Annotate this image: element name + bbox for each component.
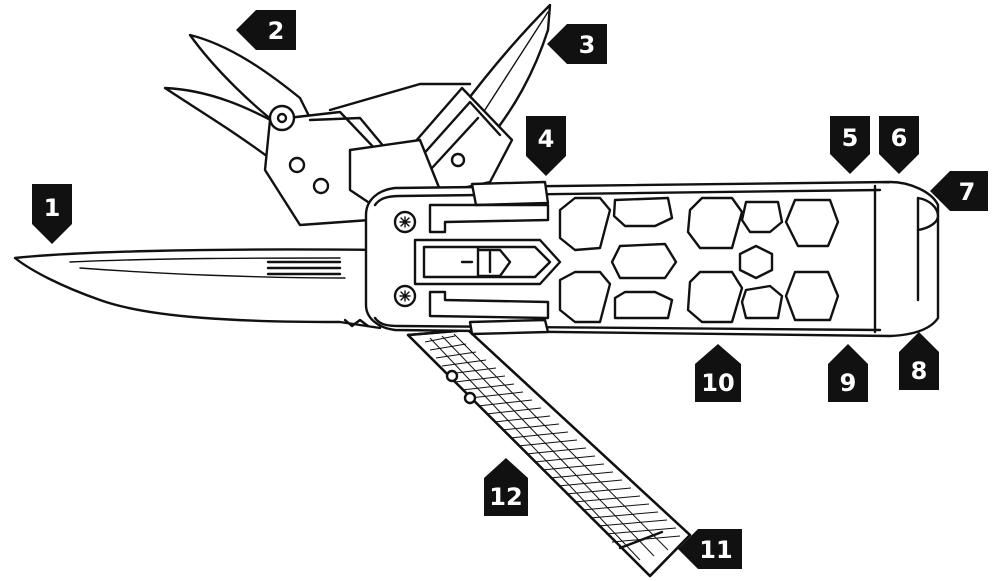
callout-5: 5 bbox=[830, 116, 870, 174]
grip-pattern bbox=[558, 196, 840, 324]
svg-text:6: 6 bbox=[891, 124, 908, 152]
callout-1: 1 bbox=[32, 184, 72, 244]
callout-7: 7 bbox=[930, 171, 988, 211]
svg-text:10: 10 bbox=[701, 369, 734, 397]
callout-11: 11 bbox=[678, 529, 742, 569]
svg-text:3: 3 bbox=[579, 31, 596, 59]
callout-10: 10 bbox=[695, 344, 741, 402]
file-tool bbox=[406, 328, 692, 578]
callout-3: 3 bbox=[547, 24, 607, 64]
svg-text:2: 2 bbox=[268, 17, 285, 45]
main-blade bbox=[13, 248, 382, 330]
callout-8: 8 bbox=[899, 332, 939, 390]
handle-body bbox=[364, 180, 940, 338]
svg-text:5: 5 bbox=[842, 124, 859, 152]
callout-6: 6 bbox=[879, 116, 919, 174]
bottle-opener-tool bbox=[348, 86, 514, 212]
svg-text:8: 8 bbox=[911, 357, 928, 385]
svg-text:12: 12 bbox=[489, 483, 522, 511]
scissors-tool bbox=[163, 33, 472, 227]
callout-12: 12 bbox=[484, 458, 528, 516]
svg-text:9: 9 bbox=[840, 369, 857, 397]
svg-text:7: 7 bbox=[959, 178, 976, 206]
svg-text:11: 11 bbox=[699, 536, 732, 564]
file-texture bbox=[424, 333, 681, 561]
callout-2: 2 bbox=[236, 10, 296, 50]
svg-text:1: 1 bbox=[44, 194, 61, 222]
svg-text:4: 4 bbox=[538, 125, 555, 153]
callout-4: 4 bbox=[526, 116, 566, 176]
callout-9: 9 bbox=[828, 344, 868, 402]
